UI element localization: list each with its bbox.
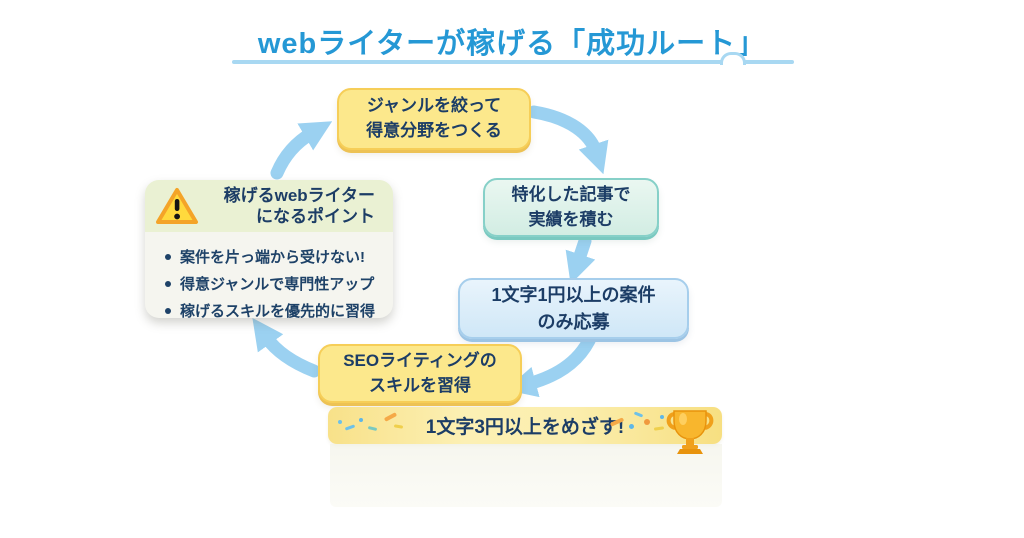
- arrow-step3-to-step4: [505, 327, 599, 398]
- arrow-step1-to-step2: [527, 105, 609, 175]
- flow-step-text: 実績を積む: [528, 209, 614, 229]
- flow-step-text: スキルを習得: [369, 375, 471, 395]
- flow-step-apply-1yen: 1文字1円以上の案件 のみ応募: [458, 278, 689, 339]
- underline-bump-decoration: [720, 52, 746, 65]
- faded-block: [330, 444, 722, 507]
- bullet-text: 得意ジャンルで専門性アップ: [180, 276, 375, 293]
- flow-step-text: 1文字1円以上の案件: [491, 285, 656, 306]
- confetti-icon: [644, 419, 650, 425]
- points-callout-title: 稼げるwebライター になるポイント: [199, 185, 379, 228]
- trophy-icon: [666, 410, 714, 454]
- list-item: 得意ジャンルで専門性アップ: [165, 273, 383, 294]
- title-underline: [232, 60, 794, 64]
- flow-step-text: 特化した記事で: [511, 184, 631, 204]
- bullet-dot-icon: [165, 280, 171, 287]
- points-callout: 稼げるwebライター になるポイント 案件を片っ端から受けない! 得意ジャンルで…: [145, 180, 393, 318]
- arrow-left-to-step1: [270, 121, 333, 180]
- flow-step-text: ジャンルを絞って: [366, 96, 502, 116]
- flow-step-text: SEOライティングの: [343, 350, 497, 370]
- points-title-line2: になるポイント: [256, 207, 375, 226]
- flow-step-text: のみ応募: [537, 311, 610, 332]
- points-title-line1: 稼げるwebライター: [223, 185, 375, 205]
- arrow-step2-to-step3: [565, 234, 596, 285]
- page-title: webライターが稼げる「成功ルート」: [257, 28, 767, 60]
- bullet-dot-icon: [165, 253, 171, 260]
- bullet-text: 案件を片っ端から受けない!: [180, 249, 365, 266]
- goal-banner-text: 1文字3円以上をめざす!: [425, 417, 625, 438]
- flow-step-genre: ジャンルを絞って 得意分野をつくる: [337, 88, 531, 150]
- bullet-text: 稼げるスキルを優先的に習得: [180, 303, 376, 318]
- confetti-icon: [338, 420, 342, 424]
- goal-banner: 1文字3円以上をめざす!: [328, 407, 722, 444]
- points-callout-header: 稼げるwebライター になるポイント: [145, 180, 393, 232]
- arrow-step4-to-left: [252, 317, 321, 378]
- flow-step-specialized-articles: 特化した記事で 実績を積む: [483, 178, 659, 237]
- flow-step-seo-skill: SEOライティングの スキルを習得: [318, 344, 522, 403]
- confetti-icon: [359, 418, 363, 422]
- warning-triangle-icon: [156, 188, 198, 224]
- points-callout-body: 案件を片っ端から受けない! 得意ジャンルで専門性アップ 稼げるスキルを優先的に習…: [145, 232, 393, 318]
- flow-step-text: 得意分野をつくる: [366, 121, 502, 140]
- list-item: 稼げるスキルを優先的に習得: [165, 300, 383, 318]
- list-item: 案件を片っ端から受けない!: [165, 246, 383, 267]
- confetti-icon: [629, 424, 634, 429]
- bullet-dot-icon: [165, 307, 171, 314]
- confetti-icon: [660, 415, 664, 419]
